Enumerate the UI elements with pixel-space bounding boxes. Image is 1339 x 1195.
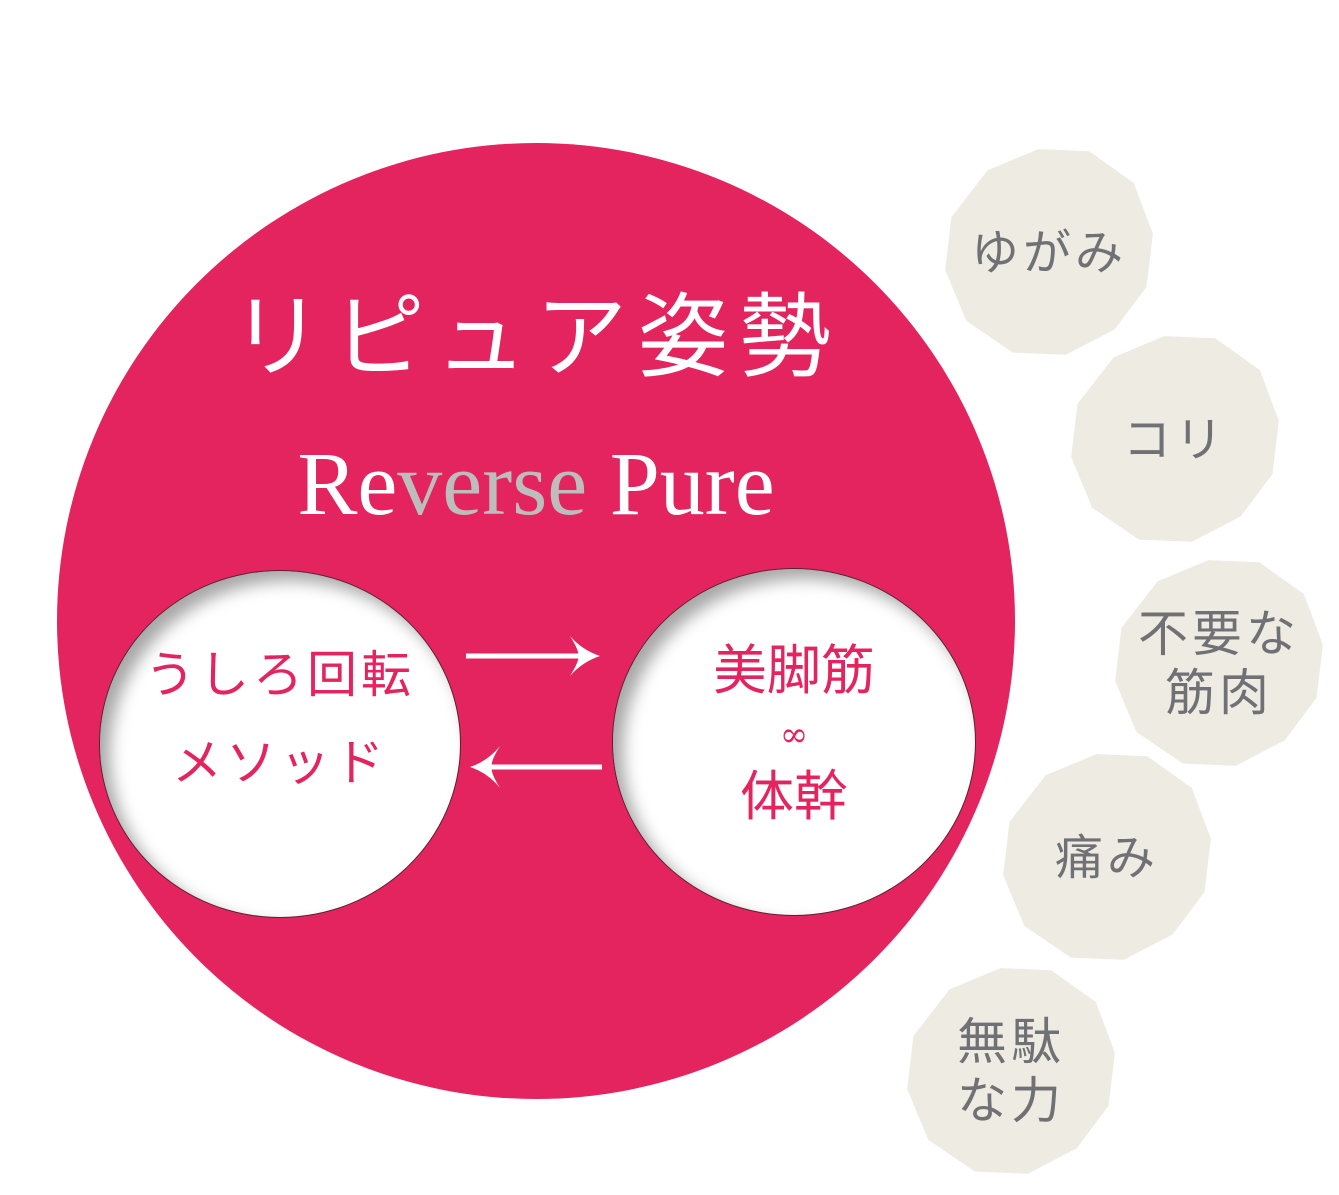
side-item-distortion: ゆがみ [945, 149, 1153, 355]
title-english: Reverse Pure [0, 440, 1072, 530]
arrow-left-icon [470, 746, 602, 788]
title-english-part1: Re [297, 435, 398, 534]
side-item-line2: 筋肉 [1165, 664, 1273, 722]
title-japanese: リピュア姿勢 [230, 284, 842, 391]
muscle-circle-line1: 美脚筋 [713, 639, 875, 702]
method-circle-content: うしろ回転 メソッド [145, 650, 415, 788]
method-circle-line1: うしろ回転 [145, 646, 415, 704]
side-item-label: 不要な 筋肉 [1138, 605, 1300, 723]
side-item-pain: 痛み [1003, 754, 1211, 960]
muscle-circle-line2: 体幹 [740, 765, 848, 828]
side-item-label: コリ [1122, 411, 1227, 468]
title-english-part3: Pure [587, 435, 775, 534]
method-circle-line2: メソッド [172, 734, 388, 792]
muscle-circle: 美脚筋 ∞ 体幹 [612, 568, 976, 916]
side-item-label: 無駄 な力 [957, 1013, 1065, 1131]
side-item-stiffness: コリ [1071, 336, 1279, 542]
muscle-circle-content: 美脚筋 ∞ 体幹 [713, 644, 875, 824]
side-item-line1: 不要な [1138, 605, 1300, 663]
title-english-part2: verse [397, 435, 588, 534]
side-item-wasted-force: 無駄 な力 [907, 968, 1115, 1174]
arrow-right-icon [466, 636, 600, 676]
side-item-line1: 無駄 [957, 1013, 1065, 1071]
infinity-symbol: ∞ [779, 715, 809, 755]
method-circle: うしろ回転 メソッド [99, 570, 461, 918]
side-item-line2: な力 [957, 1072, 1065, 1130]
side-item-unneeded-muscle: 不要な 筋肉 [1115, 560, 1323, 766]
side-item-label: ゆがみ [970, 224, 1127, 281]
side-item-label: 痛み [1054, 829, 1159, 886]
